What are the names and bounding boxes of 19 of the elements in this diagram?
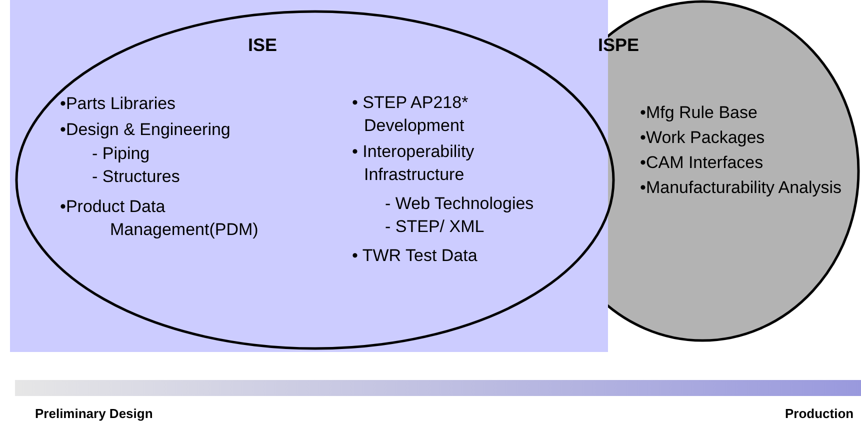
list-item: - Web Technologies xyxy=(385,193,534,215)
list-item: • STEP AP218* Development xyxy=(352,92,470,137)
list-item: •CAM Interfaces xyxy=(640,152,764,174)
heading: ISPE xyxy=(598,34,640,57)
stage-label: Preliminary Design xyxy=(35,406,153,421)
list-item: - Piping xyxy=(92,143,150,165)
list-item: • TWR Test Data xyxy=(352,245,478,267)
heading: ISE xyxy=(248,34,278,57)
list-item: •Manufacturability Analysis xyxy=(640,177,843,199)
list-item: •Work Packages xyxy=(640,127,765,149)
list-item: •Mfg Rule Base xyxy=(640,102,758,124)
stage-label: Production xyxy=(785,406,854,421)
list-item: • Interoperability Infrastructure xyxy=(352,141,476,186)
gradient-bar xyxy=(15,380,861,396)
list-item: - STEP/ XML xyxy=(385,216,484,238)
list-item: •Design & Engineering xyxy=(60,119,230,141)
list-item: •Product Data Management(PDM) xyxy=(60,196,260,241)
list-item: - Structures xyxy=(92,166,180,188)
list-item: •Parts Libraries xyxy=(60,93,176,115)
